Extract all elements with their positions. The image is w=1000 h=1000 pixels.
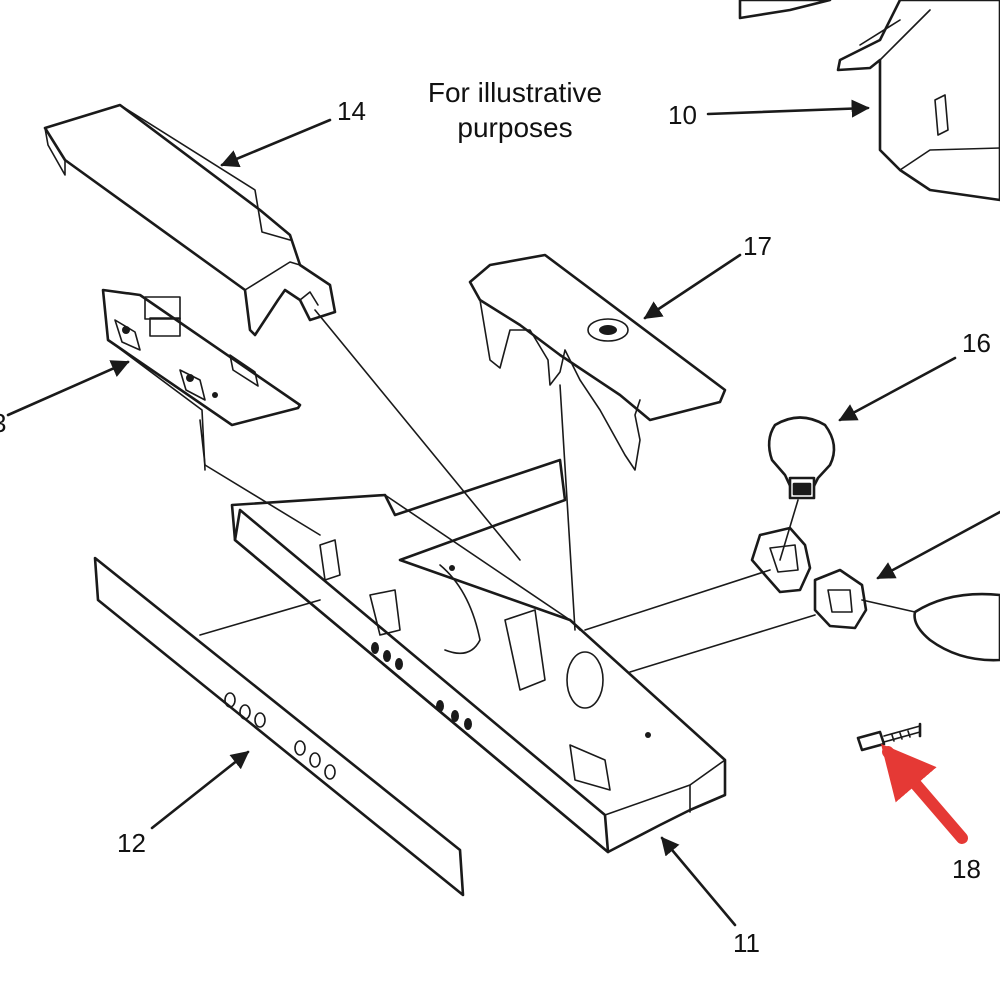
callout-18-label: 18 <box>952 854 981 884</box>
callout-16-label: 16 <box>962 328 991 358</box>
part-16-light-bulb <box>767 416 836 500</box>
callout-arrows <box>6 99 1000 927</box>
callout-13-label: 3 <box>0 408 6 438</box>
callout-17-label: 17 <box>743 231 772 261</box>
highlight-arrow <box>880 743 968 844</box>
callout-11-label: 11 <box>733 928 760 958</box>
callout-10-label: 10 <box>668 100 697 130</box>
part-11-control-panel <box>230 458 727 854</box>
callout-14-label: 14 <box>337 96 366 126</box>
part-14-top-cover <box>43 103 337 337</box>
part-18-screw <box>856 722 922 752</box>
assembly-guide-lines <box>199 309 816 673</box>
part-15-sockets <box>750 526 1000 662</box>
part-10-housing <box>738 0 1000 202</box>
part-12-front-overlay <box>93 556 465 897</box>
callout-12-label: 12 <box>117 828 146 858</box>
caption-line-1: For illustrative <box>428 77 602 108</box>
callout-labels: 10 11 12 3 14 16 17 18 <box>0 96 991 958</box>
part-17-small-cover <box>468 253 727 471</box>
part-13-circuit-board <box>101 288 302 471</box>
caption-line-2: purposes <box>457 112 572 143</box>
